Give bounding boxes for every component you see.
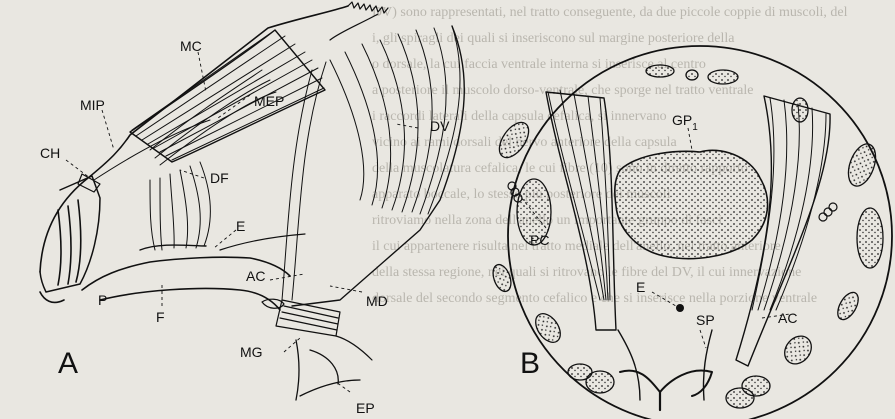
- e-dot: [676, 304, 684, 312]
- label-f: F: [156, 309, 165, 325]
- label-ep: EP: [356, 400, 375, 416]
- panel-a-letter: A: [58, 347, 78, 380]
- sp-stem: [618, 330, 712, 400]
- panel-a-drawing: [40, 2, 464, 400]
- dv-muscle: [282, 26, 464, 306]
- label-e: E: [236, 218, 245, 234]
- label-ch: CH: [40, 145, 60, 161]
- label-dv: DV: [430, 118, 450, 134]
- panel-a-labels: MC MIP CH MEP DV DF E AC P F MD MG EP A: [40, 38, 450, 416]
- label-sp: SP: [696, 312, 715, 328]
- pc-muscle: [546, 90, 616, 330]
- label-gp-subscript: 1: [692, 122, 698, 133]
- df-muscle: [140, 162, 210, 250]
- label-ac-a: AC: [246, 268, 265, 284]
- panel-b-drawing: [490, 46, 892, 419]
- label-ac-b: AC: [778, 310, 797, 326]
- label-pc: PC: [530, 232, 549, 248]
- label-mep: MEP: [254, 93, 284, 109]
- label-p: P: [98, 292, 107, 308]
- label-gp: GP1: [672, 112, 698, 133]
- label-e-b: E: [636, 279, 645, 295]
- panel-b-letter: B: [520, 347, 540, 380]
- label-md: MD: [366, 293, 388, 309]
- label-df: DF: [210, 170, 229, 186]
- label-mc: MC: [180, 38, 202, 54]
- label-mip: MIP: [80, 97, 105, 113]
- label-gp-main: GP: [672, 112, 692, 128]
- ep-structure: [296, 340, 360, 400]
- label-mg: MG: [240, 344, 263, 360]
- mep-muscle: [94, 70, 276, 180]
- capsule-spines: [348, 2, 388, 13]
- ganglion-gp1: [615, 150, 768, 258]
